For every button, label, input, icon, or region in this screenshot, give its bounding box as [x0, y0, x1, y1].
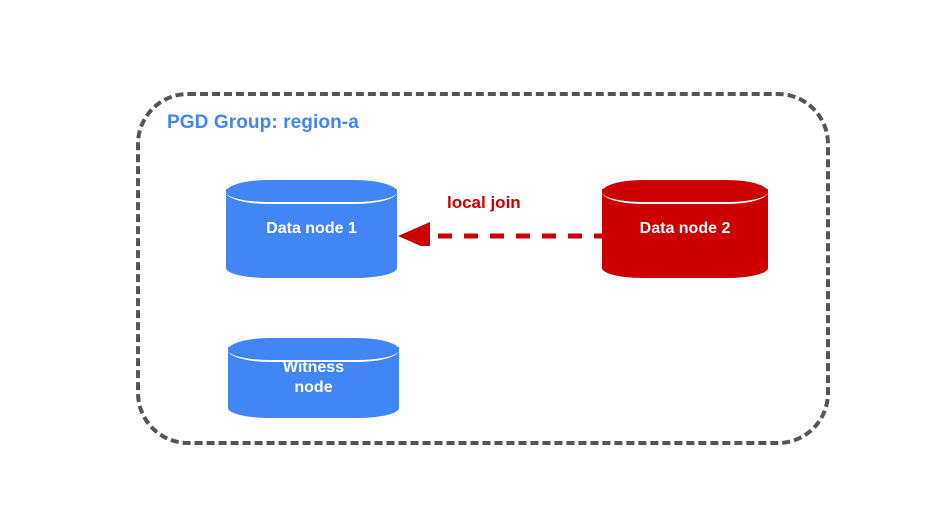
node-data-node-2[interactable]: Data node 2	[602, 180, 768, 278]
node-data-node-1[interactable]: Data node 1	[226, 180, 397, 278]
node-witness-node[interactable]: Witness node	[228, 338, 399, 418]
cylinder-top-ellipse	[228, 338, 399, 362]
cylinder-top-ellipse	[226, 180, 397, 204]
node-data-node-1-label: Data node 1	[266, 220, 357, 237]
local-join-arrow-icon	[398, 222, 608, 246]
pgd-group-boundary	[136, 92, 830, 445]
cylinder-bottom-ellipse	[228, 398, 399, 418]
node-data-node-2-label: Data node 2	[639, 220, 731, 237]
pgd-group-title: PGD Group: region-a	[167, 112, 359, 133]
cylinder-top-ellipse	[602, 180, 768, 204]
node-witness-node-label: Witness node	[282, 359, 345, 396]
local-join-label: local join	[447, 193, 521, 212]
cylinder-bottom-ellipse	[602, 258, 768, 278]
local-join-connector	[396, 196, 610, 246]
cylinder-bottom-ellipse	[226, 258, 397, 278]
